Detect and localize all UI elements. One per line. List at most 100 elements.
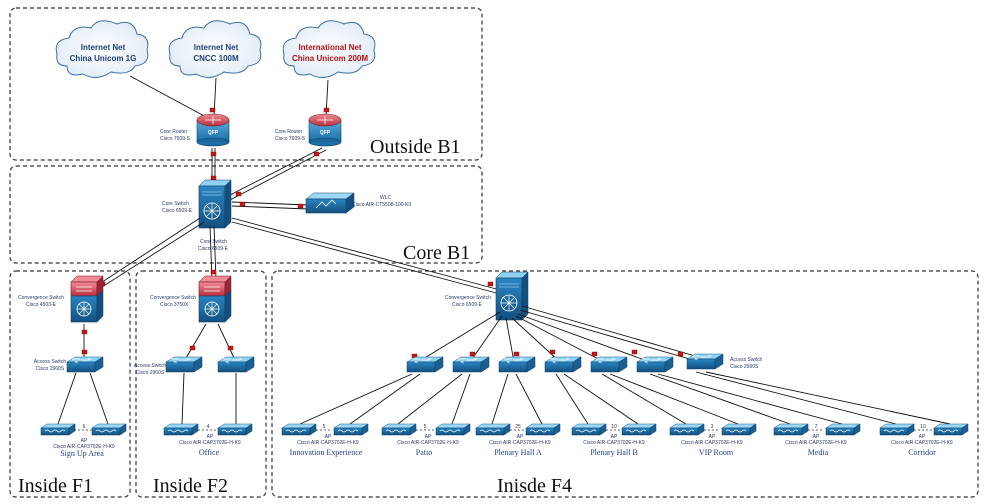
area-name: Media: [808, 448, 829, 457]
ap-model: Cisco AIR-CAP3702E-H-K9: [53, 444, 115, 450]
ap-count: 25: [515, 424, 521, 430]
conv-model: Cisco 4503-E: [26, 302, 57, 308]
ap-group-plenary-b: 10 AP Cisco AIR-CAP3702E-H-K9 Plenary Ha…: [571, 423, 657, 457]
wlc[interactable]: WLC Cisco AIR-CT5508-100-K9: [231, 192, 411, 214]
access-switch[interactable]: [452, 356, 490, 373]
access-switch[interactable]: [165, 356, 203, 373]
core-switch-model-2: Cisco 6509-E: [198, 246, 229, 252]
access-switch[interactable]: [686, 353, 724, 370]
ap-group-innovation: 5 AP Cisco AIR-CAP3702E-H-K9 Innovation …: [281, 423, 369, 457]
area-name: Sign Up Area: [60, 449, 104, 458]
convergence-switch-f4[interactable]: Convergence Switch Cisco 6509-E: [445, 271, 529, 321]
access-switch[interactable]: [590, 356, 628, 373]
access-point[interactable]: [669, 423, 705, 436]
ap-count: 5: [323, 424, 326, 430]
access-point[interactable]: [571, 423, 607, 436]
access-point[interactable]: [475, 423, 511, 436]
ap-count: 7: [815, 424, 818, 430]
core-switch-model: Cisco 6509-E: [162, 208, 193, 214]
ap-model: Cisco AIR-CAP3702E-H-K9: [891, 440, 953, 446]
f1-access: Access Switch Cisco 2960S 6 AP Cisco AIR…: [34, 324, 127, 458]
access-point[interactable]: [40, 423, 76, 436]
access-point[interactable]: [621, 423, 657, 436]
ap-role: AP: [425, 434, 432, 440]
f4-access-switches: Access Switch Cisco 2960S: [406, 353, 762, 373]
access-switch[interactable]: [636, 356, 674, 373]
ap-count: 4: [207, 424, 210, 430]
access-model: Cisco 2960S: [730, 364, 759, 370]
access-switch[interactable]: [544, 356, 582, 373]
access-model: Cisco 2960S: [136, 370, 165, 376]
wlc-role: WLC: [380, 195, 392, 201]
access-point[interactable]: [525, 423, 561, 436]
access-point[interactable]: [163, 423, 199, 436]
zone-inside-f1-label: Inside F1: [18, 475, 93, 497]
ap-group-media: 7 AP Cisco AIR-CAP3702E-H-K9 Media: [773, 423, 861, 457]
access-point[interactable]: [879, 423, 915, 436]
access-role: Access Switch: [34, 359, 66, 365]
access-point[interactable]: [217, 423, 253, 436]
zone-inside-f4-label: Inisde F4: [497, 475, 572, 497]
zone-inside-f2: Inside F2: [135, 270, 267, 498]
ap-count: 10: [611, 424, 617, 430]
access-switch[interactable]: [498, 356, 536, 373]
ap-role: AP: [325, 434, 332, 440]
zone-core: Core B1: [9, 165, 483, 264]
ap-model: Cisco AIR-CAP3702E-H-K9: [489, 440, 551, 446]
conv-model: Cisco 6509-E: [452, 302, 483, 308]
ap-group-plenary-a: 25 AP Cisco AIR-CAP3702E-H-K9 Plenary Ha…: [475, 423, 561, 457]
access-point[interactable]: [281, 423, 317, 436]
conv-role: Convergence Switch: [150, 295, 196, 301]
zone-outside-label: Outside B1: [370, 136, 461, 158]
access-point[interactable]: [825, 423, 861, 436]
ap-model: Cisco AIR-CAP3702E-H-K9: [681, 440, 743, 446]
cloud-international: International Net China Unicom 200M: [282, 20, 376, 78]
wlc-model: Cisco AIR-CT5508-100-K9: [352, 202, 411, 208]
access-point[interactable]: [721, 423, 757, 436]
core-router-2[interactable]: Core Router Cisco 7609-S: [275, 113, 342, 147]
area-name: Corridor: [908, 448, 936, 457]
cloud-line2: CNCC 100M: [193, 54, 239, 63]
ap-model: Cisco AIR-CAP3702E-H-K9: [179, 440, 241, 446]
f4-uplinks: [411, 305, 703, 363]
access-switch[interactable]: [406, 356, 444, 373]
ap-model: Cisco AIR-CAP3702E-H-K9: [397, 440, 459, 446]
access-model: Cisco 2960S: [36, 366, 65, 372]
access-switch[interactable]: [66, 356, 104, 373]
core-router-1[interactable]: Core Router Cisco 7609-S: [160, 113, 230, 147]
access-role: Access Switch: [730, 357, 762, 363]
router-model: Cisco 7609-S: [275, 136, 306, 142]
access-point[interactable]: [333, 423, 369, 436]
access-switch[interactable]: [217, 356, 255, 373]
ap-count: 6: [83, 424, 86, 430]
zone-core-label: Core B1: [403, 242, 470, 264]
zone-inside-f4: Inisde F4: [271, 270, 979, 498]
ap-model: Cisco AIR-CAP3702E-H-K9: [297, 440, 359, 446]
convergence-switch-f1[interactable]: Convergence Switch Cisco 4503-E: [18, 275, 104, 323]
access-point[interactable]: [435, 423, 471, 436]
core-switch[interactable]: Core Switch Cisco 6509-E Core Switch Cis…: [162, 179, 232, 252]
access-point[interactable]: [933, 423, 969, 436]
links-core-convergence: [89, 217, 501, 295]
access-role: Access Switch: [134, 363, 166, 369]
area-name: VIP Room: [699, 448, 734, 457]
ap-role: AP: [813, 434, 820, 440]
router-model: Cisco 7609-S: [160, 136, 191, 142]
convergence-switch-f2[interactable]: Convergence Switch Cisco 3750X: [150, 275, 232, 323]
area-name: Innovation Experience: [290, 448, 363, 457]
access-point[interactable]: [773, 423, 809, 436]
cloud-line1: International Net: [298, 43, 361, 52]
ap-count: 10: [920, 424, 926, 430]
links-upstream: [129, 75, 330, 119]
area-name: Plenary Hall A: [494, 448, 542, 457]
ap-group-patio: 5 AP Cisco AIR-CAP3702E-H-K9 Patio: [381, 423, 471, 457]
ap-group-vip: 3 AP Cisco AIR-CAP3702E-H-K9 VIP Room: [669, 423, 757, 457]
cloud-internet-unicom: Internet Net China Unicom 1G: [55, 20, 149, 78]
f2-access: Access Switch Cisco 2960S 4 AP Cisco AIR…: [134, 323, 255, 457]
access-point[interactable]: [381, 423, 417, 436]
ap-model: Cisco AIR-CAP3702E-H-K9: [583, 440, 645, 446]
ap-role: AP: [709, 434, 716, 440]
conv-model: Cisco 3750X: [160, 302, 189, 308]
zone-outside: Outside B1: [9, 7, 483, 161]
access-point[interactable]: [91, 423, 127, 436]
